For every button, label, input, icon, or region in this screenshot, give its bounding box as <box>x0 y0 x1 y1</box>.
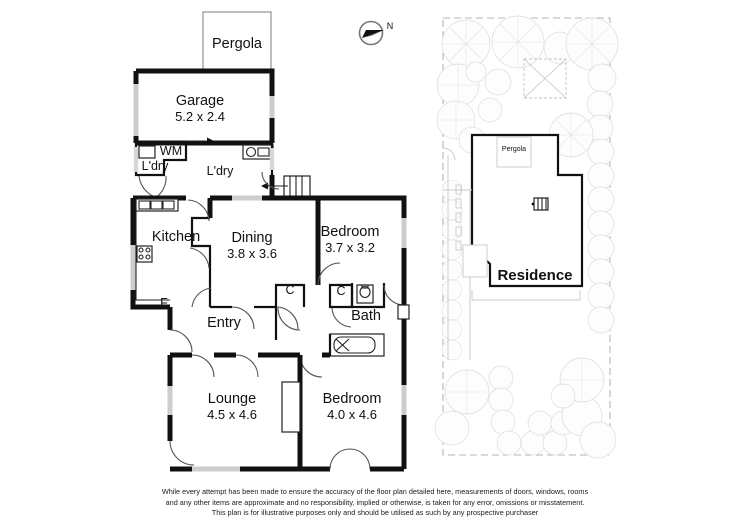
room-bedroom-rear: Bedroom 3.7 x 3.2 <box>315 195 407 286</box>
room-lounge: Lounge 4.5 x 4.6 <box>167 355 303 472</box>
shrub-border-left <box>441 179 463 361</box>
room-garage: Garage 5.2 x 2.4 <box>133 68 275 146</box>
cupboard-bath: C <box>328 283 354 328</box>
room-laundry: WM L'dry L'dry <box>133 143 275 200</box>
cupboard-label-2: C <box>336 284 345 298</box>
room-label-laundry-1: L'dry <box>142 159 169 173</box>
stairs <box>261 171 311 198</box>
room-bath: Bath <box>328 283 410 357</box>
site-pergola-label: Pergola <box>502 146 526 153</box>
cupboard-dining: C <box>274 283 306 340</box>
room-label-bedroom-front: Bedroom <box>323 391 382 407</box>
site-residence-label: Residence <box>497 267 572 284</box>
room-dim-garage: 5.2 x 2.4 <box>175 109 225 124</box>
site-plan: Residence Pergola <box>434 15 619 459</box>
disclaimer-line-1: While every attempt has been made to ens… <box>161 487 589 496</box>
room-label-laundry-2: L'dry <box>207 164 234 178</box>
room-dim-bedroom-front: 4.0 x 4.6 <box>327 407 377 422</box>
tree-vein-group <box>437 16 618 157</box>
room-label-entry: Entry <box>207 315 242 331</box>
disclaimer-text: While every attempt has been made to ens… <box>0 487 750 519</box>
room-dining: Dining 3.8 x 3.6 <box>210 195 318 330</box>
room-label-dining: Dining <box>231 230 272 246</box>
room-label-garage: Garage <box>176 93 224 109</box>
room-label-kitchen: Kitchen <box>152 229 200 245</box>
room-label-lounge: Lounge <box>208 391 256 407</box>
room-pergola: Pergola <box>202 11 272 73</box>
cupboard-label-1: C <box>285 283 294 297</box>
room-bedroom-front: Bedroom 4.0 x 4.6 <box>300 355 407 472</box>
room-entry: Entry <box>167 307 330 378</box>
room-label-pergola: Pergola <box>212 36 263 52</box>
disclaimer-line-2: and any other items are approximate and … <box>165 497 585 507</box>
room-label-bedroom-rear: Bedroom <box>321 224 380 240</box>
room-dim-lounge: 4.5 x 4.6 <box>207 407 257 422</box>
room-kitchen: Kitchen F <box>130 195 213 310</box>
fridge-label: F <box>160 296 168 310</box>
compass-rose: N <box>358 20 394 46</box>
room-dim-dining: 3.8 x 3.6 <box>227 246 277 261</box>
residence-outline <box>470 133 584 288</box>
compass-north-label: N <box>387 21 394 31</box>
room-dim-bedroom-rear: 3.7 x 3.2 <box>325 240 375 255</box>
disclaimer-line-3: This plan is for illustrative purposes o… <box>211 508 539 517</box>
room-label-bath: Bath <box>351 308 381 324</box>
washing-machine-label: WM <box>160 144 182 158</box>
garden-bottom <box>434 357 617 459</box>
